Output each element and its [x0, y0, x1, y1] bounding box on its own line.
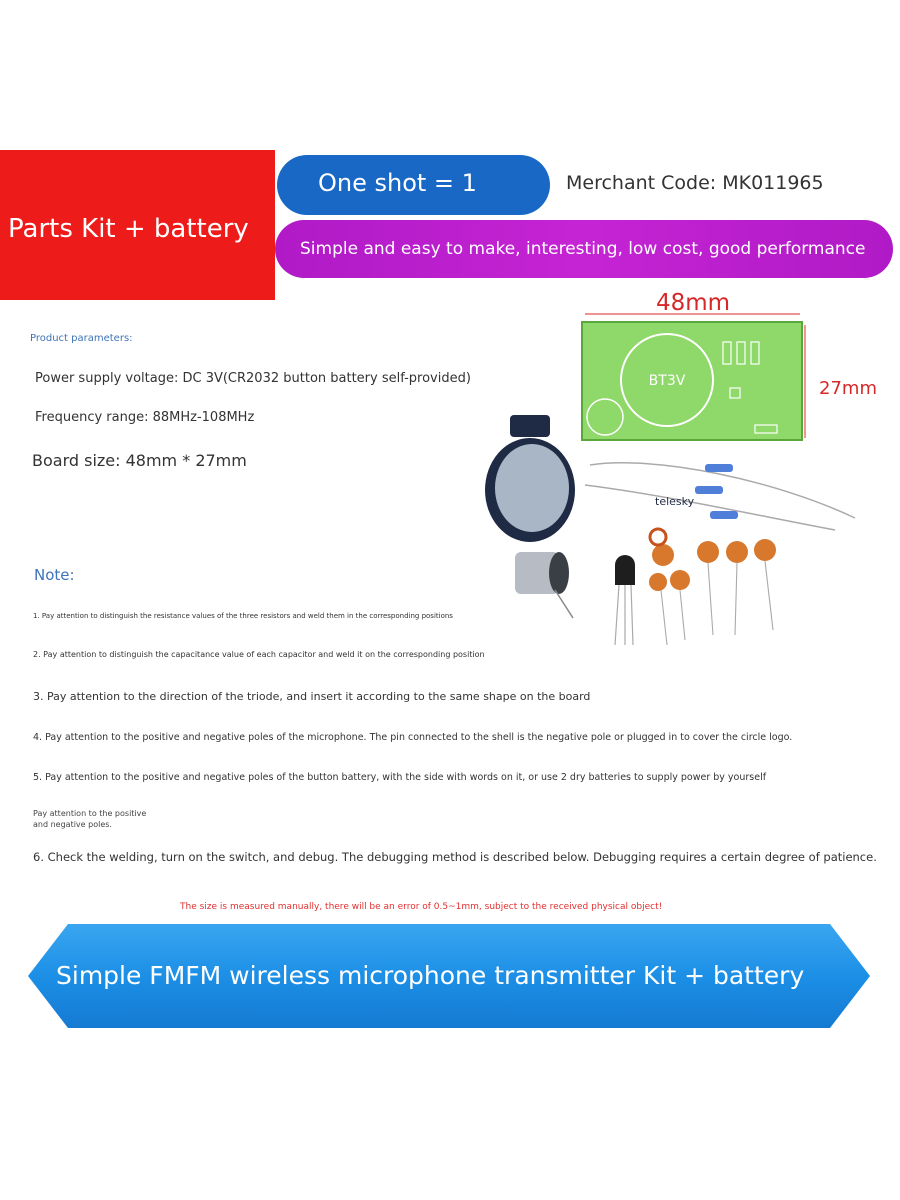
- note-item-3: 3. Pay attention to the direction of the…: [33, 690, 591, 703]
- note-item-4: 4. Pay attention to the positive and neg…: [33, 732, 793, 743]
- width-dimension-label: 48mm: [656, 290, 730, 316]
- note-item-1: 1. Pay attention to distinguish the resi…: [33, 612, 453, 620]
- merchant-code: Merchant Code: MK011965: [566, 172, 824, 194]
- poles-hint-line-1: Pay attention to the positive: [33, 809, 147, 818]
- note-item-5: 5. Pay attention to the positive and neg…: [33, 772, 767, 783]
- note-item-2: 2. Pay attention to distinguish the capa…: [33, 650, 485, 659]
- size-disclaimer: The size is measured manually, there wil…: [180, 902, 663, 912]
- poles-hint: Pay attention to the positive and negati…: [33, 808, 146, 830]
- param-frequency: Frequency range: 88MHz-108MHz: [35, 410, 255, 425]
- params-heading: Product parameters:: [30, 333, 133, 344]
- param-voltage: Power supply voltage: DC 3V(CR2032 butto…: [35, 371, 471, 386]
- microphone: [515, 552, 559, 594]
- tagline-label: Simple and easy to make, interesting, lo…: [300, 239, 866, 259]
- title-banner-shape: [28, 924, 870, 1028]
- note-item-6: 6. Check the welding, turn on the switch…: [33, 850, 877, 864]
- shot-count-pill: One shot = 1: [277, 155, 550, 215]
- shot-count-label: One shot = 1: [318, 169, 477, 197]
- kit-banner: Parts Kit + battery: [0, 150, 275, 300]
- transistor: [615, 555, 635, 585]
- coil: [648, 527, 668, 547]
- kit-banner-label: Parts Kit + battery: [8, 214, 249, 244]
- product-photo: BT3V 48mm 27mm: [455, 290, 877, 660]
- capacitors: [649, 539, 776, 591]
- title-banner: Simple FMFM wireless microphone transmit…: [28, 920, 870, 1032]
- note-heading: Note:: [34, 566, 75, 584]
- watermark-label: telesky: [655, 495, 695, 508]
- board-label: BT3V: [649, 373, 686, 389]
- battery-cell: [495, 444, 569, 532]
- tagline-pill: Simple and easy to make, interesting, lo…: [275, 220, 893, 278]
- poles-hint-line-2: and negative poles.: [33, 820, 112, 829]
- title-banner-label: Simple FMFM wireless microphone transmit…: [56, 961, 805, 990]
- param-board-size: Board size: 48mm * 27mm: [32, 451, 247, 470]
- pcb-battery-outline: [620, 333, 714, 427]
- resistor: [705, 464, 733, 472]
- kit-illustration: BT3V 48mm 27mm: [485, 290, 877, 646]
- pcb-board: [581, 321, 803, 441]
- height-dimension-label: 27mm: [819, 378, 877, 399]
